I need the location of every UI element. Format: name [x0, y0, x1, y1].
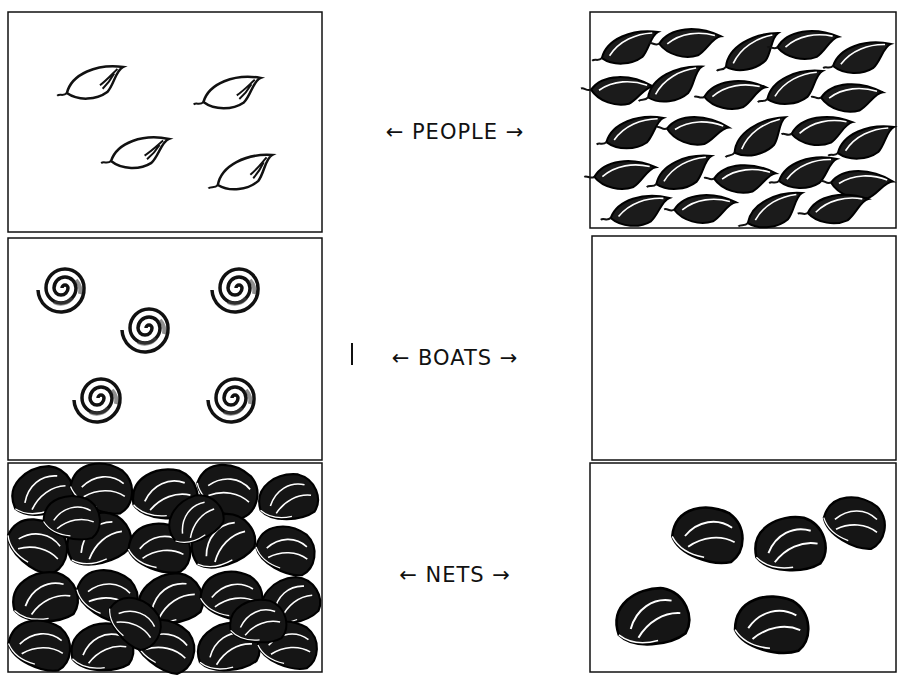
nets-many	[0, 455, 326, 675]
panel	[590, 463, 896, 672]
arrow-label: ← BOATS →	[388, 344, 523, 372]
boats-few	[38, 269, 258, 422]
stray-mark	[351, 343, 353, 365]
arrow-label: ← NETS →	[395, 561, 515, 589]
panel	[8, 12, 322, 232]
people-few	[54, 63, 279, 196]
nets-few	[609, 489, 892, 655]
panel	[8, 238, 322, 460]
arrow-label: ← PEOPLE →	[382, 118, 529, 146]
panel	[592, 236, 896, 460]
people-many	[579, 23, 898, 234]
